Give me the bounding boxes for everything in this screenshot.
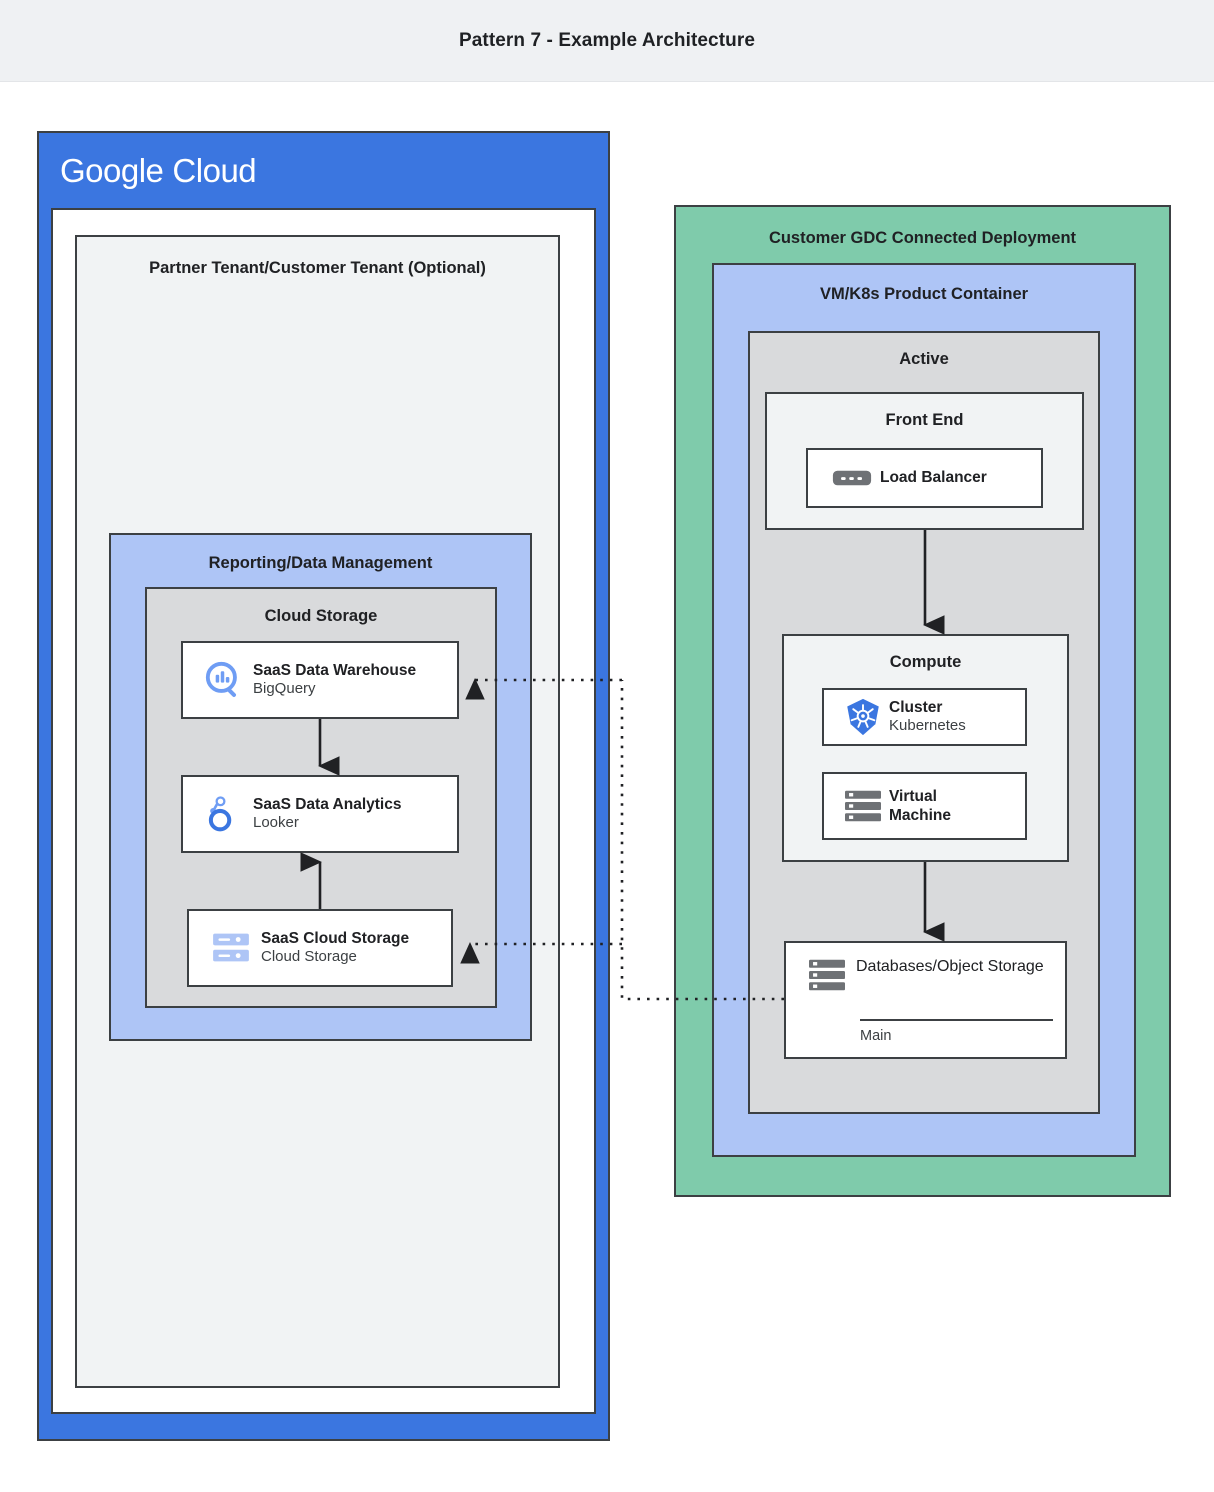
bigquery-icon <box>195 659 253 701</box>
database-separator <box>860 1019 1053 1021</box>
load-balancer-icon <box>824 467 880 489</box>
card-load-balancer[interactable]: Load Balancer <box>806 448 1043 508</box>
reporting-title: Reporting/Data Management <box>208 554 433 572</box>
card-title: Load Balancer <box>880 469 987 487</box>
card-text: Cluster Kubernetes <box>889 698 966 736</box>
card-cluster[interactable]: Cluster Kubernetes <box>822 688 1027 746</box>
logo-word-google: Google <box>60 152 164 189</box>
compute-title: Compute <box>889 653 962 671</box>
card-saas-data-warehouse[interactable]: SaaS Data Warehouse BigQuery <box>181 641 459 719</box>
card-text: Virtual Machine <box>889 787 951 826</box>
card-title: SaaS Cloud Storage <box>261 929 410 947</box>
front-end-title: Front End <box>885 411 964 429</box>
database-icon <box>798 957 856 993</box>
card-text: SaaS Data Analytics Looker <box>253 795 401 833</box>
kubernetes-icon <box>837 696 889 738</box>
card-title-line1: Virtual <box>889 787 937 805</box>
card-databases-object-storage[interactable]: Databases/Object Storage Main <box>784 941 1067 1059</box>
card-subtitle: BigQuery <box>253 680 316 698</box>
card-title-line1: Databases/Object <box>856 958 984 975</box>
partner-tenant-title: Partner Tenant/Customer Tenant (Optional… <box>149 259 486 277</box>
card-title-line2: Storage <box>987 958 1044 975</box>
cloud-storage-group-title: Cloud Storage <box>264 607 378 625</box>
active-title: Active <box>899 350 949 368</box>
page-header: Pattern 7 - Example Architecture <box>0 0 1214 82</box>
card-title: SaaS Data Analytics <box>253 795 402 813</box>
card-virtual-machine[interactable]: Virtual Machine <box>822 772 1027 840</box>
card-title: SaaS Data Warehouse <box>253 661 417 679</box>
card-subtitle: Looker <box>253 814 299 832</box>
vm-k8s-title: VM/K8s Product Container <box>819 285 1029 303</box>
page-title: Pattern 7 - Example Architecture <box>458 30 756 51</box>
logo-word-cloud: Cloud <box>172 152 257 189</box>
virtual-machine-icon <box>837 788 889 824</box>
card-text: Databases/Object Storage <box>856 957 1044 976</box>
card-text: Load Balancer <box>880 468 987 487</box>
card-title-line2: Machine <box>889 807 952 824</box>
card-saas-data-analytics[interactable]: SaaS Data Analytics Looker <box>181 775 459 853</box>
gdc-title: Customer GDC Connected Deployment <box>768 229 1077 247</box>
card-subtitle: Kubernetes <box>889 717 966 735</box>
looker-icon <box>195 793 253 835</box>
card-text: SaaS Data Warehouse BigQuery <box>253 661 416 699</box>
database-footer: Main <box>860 1028 892 1044</box>
card-title: Cluster <box>889 698 943 716</box>
card-subtitle: Cloud Storage <box>261 948 357 966</box>
card-text: SaaS Cloud Storage Cloud Storage <box>261 929 409 967</box>
cloud-storage-icon <box>201 931 261 965</box>
card-saas-cloud-storage[interactable]: SaaS Cloud Storage Cloud Storage <box>187 909 453 987</box>
